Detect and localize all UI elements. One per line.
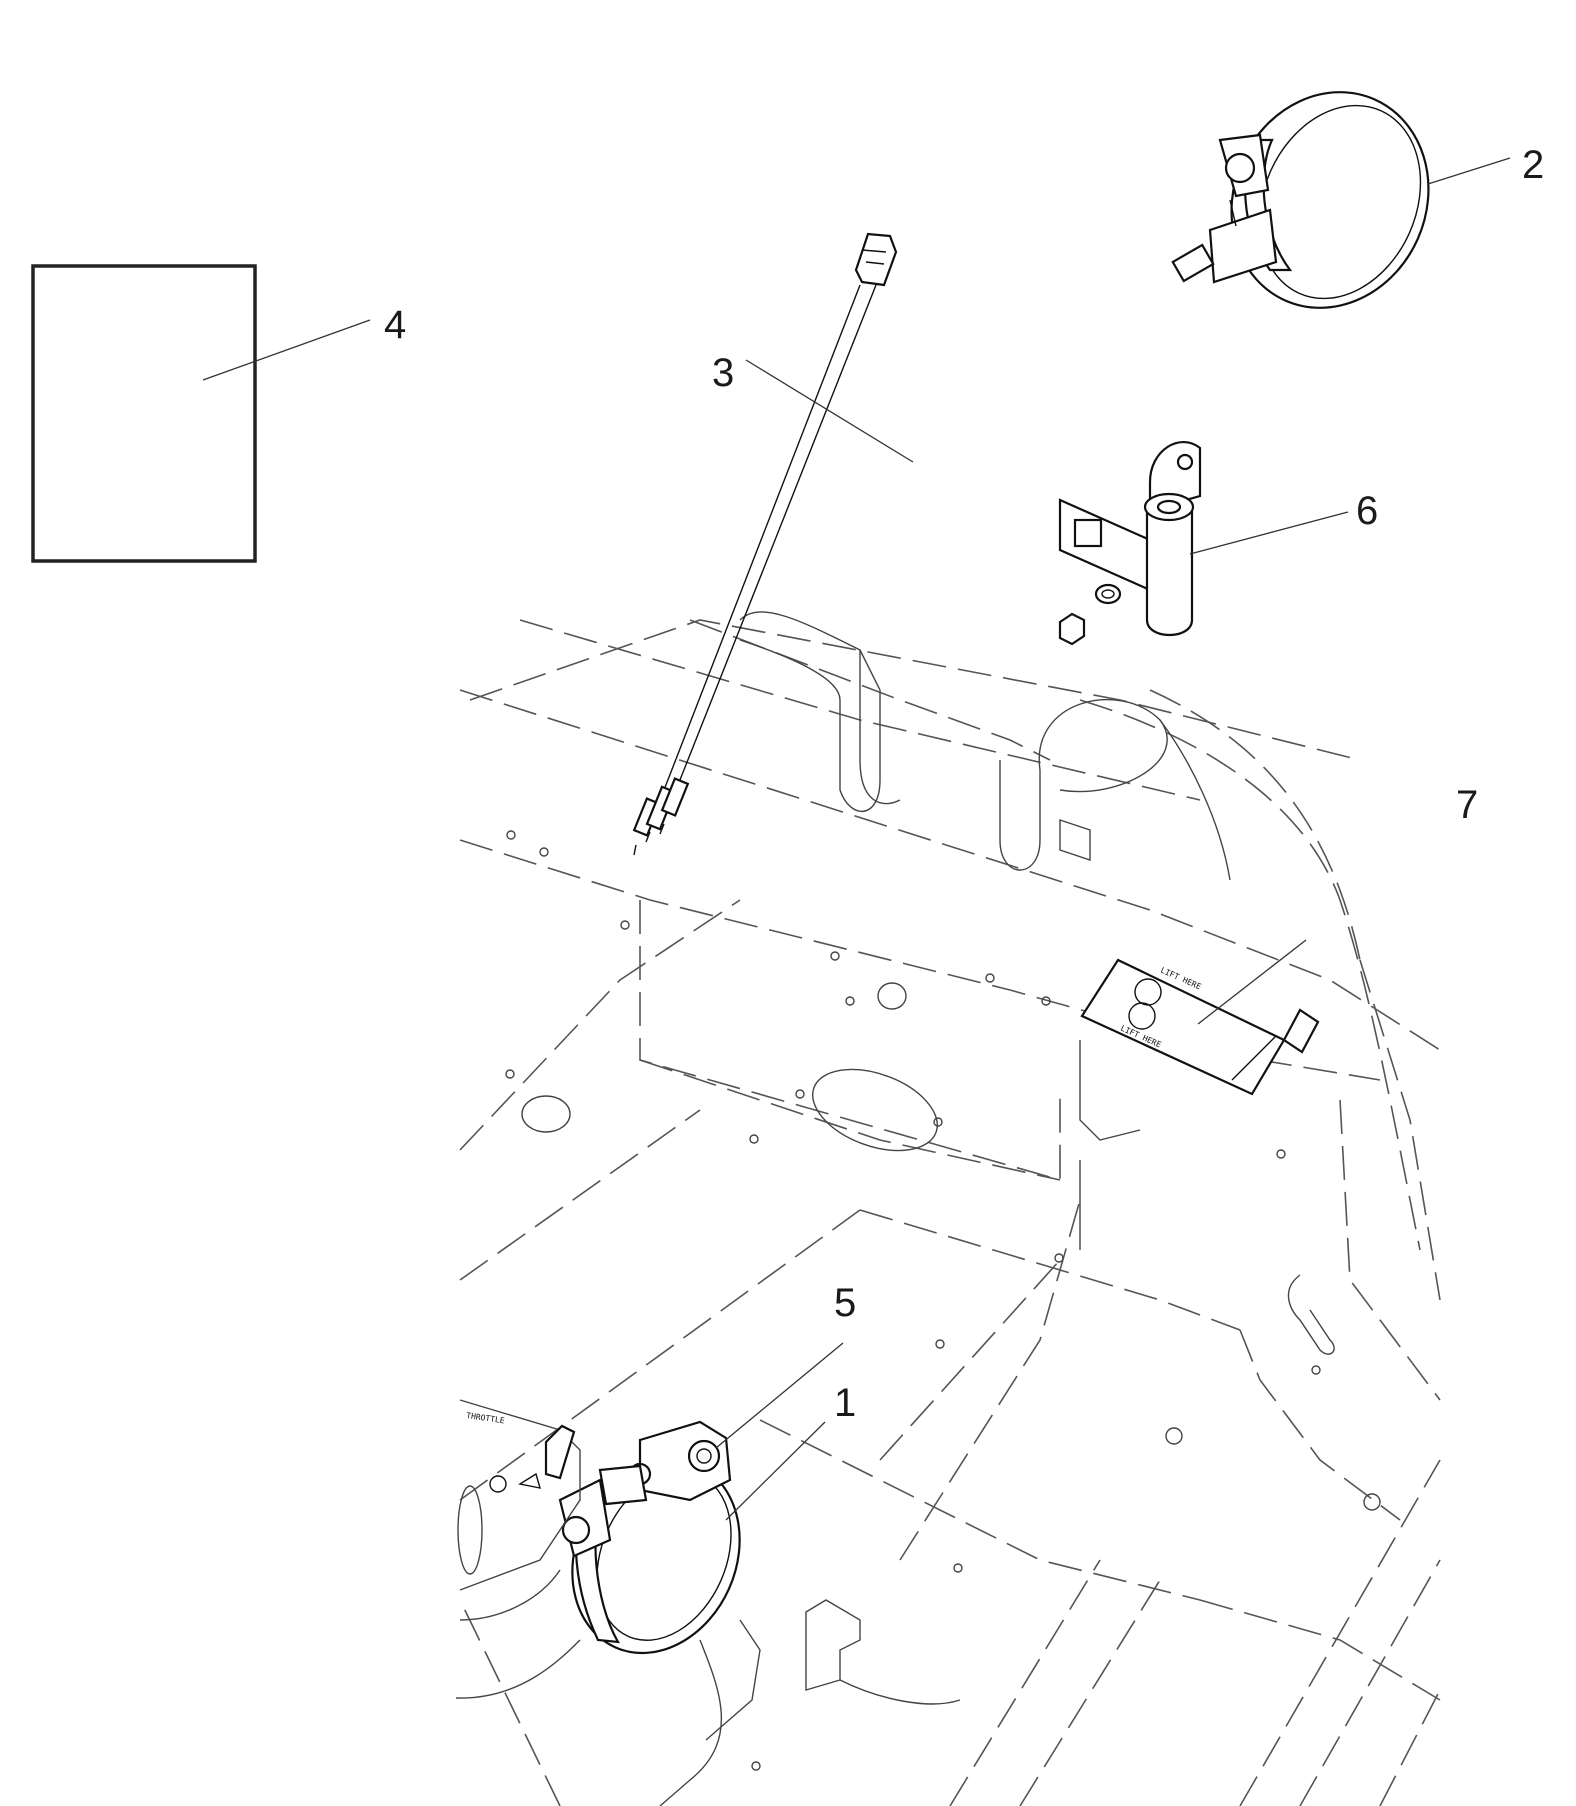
part-2-headlight (1171, 91, 1430, 309)
callout-3: 3 (712, 351, 734, 395)
callout-6: 6 (1356, 489, 1378, 533)
part-5-mount (598, 1420, 732, 1506)
callout-7: 7 (1456, 783, 1478, 827)
part-7-decal: LIFT HERE LIFT HERE (1080, 958, 1320, 1096)
callout-4: 4 (384, 303, 406, 347)
frame-holes (505, 830, 1381, 1771)
leader-lines (202, 157, 1511, 1521)
part-3-wire-harness (632, 232, 898, 856)
bottom-connectors (632, 777, 690, 856)
chassis-frame (459, 611, 1441, 1806)
callout-5: 5 (834, 1281, 856, 1325)
part-4-box (31, 264, 257, 563)
part-6-bracket (1058, 441, 1202, 646)
callout-labels: 1 2 3 4 5 6 7 (384, 143, 1544, 1425)
callout-2: 2 (1522, 143, 1544, 187)
callout-1: 1 (834, 1381, 856, 1425)
throttle-label: THROTTLE (466, 1411, 506, 1425)
